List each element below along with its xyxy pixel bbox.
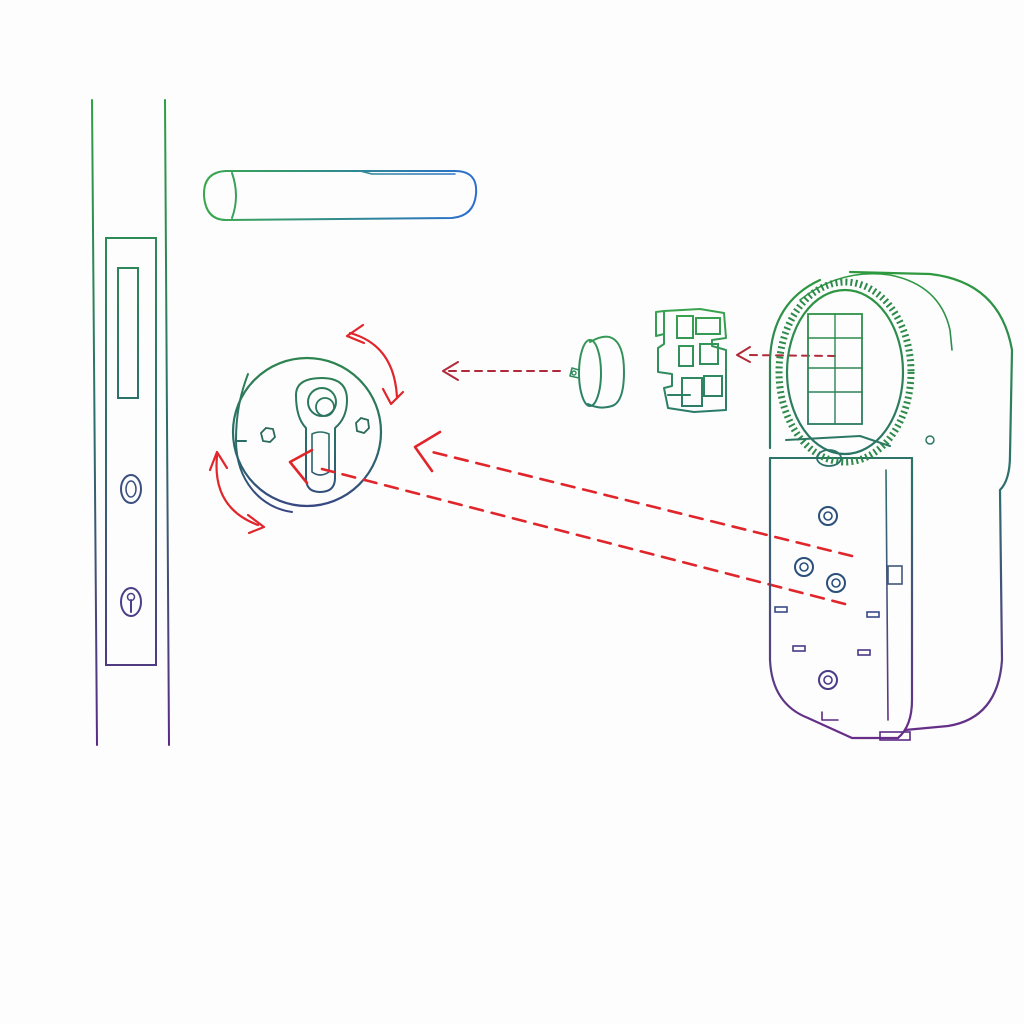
escutcheon-bolt-left-icon	[260, 427, 276, 443]
assembly-arrow-knob	[442, 361, 561, 381]
lock-screw-hole-icon	[818, 506, 838, 526]
door-edge	[91, 99, 170, 746]
assembly-arrow-adapter	[736, 346, 836, 363]
adapter-icon	[655, 308, 727, 413]
lever-handle-icon	[202, 170, 478, 221]
rotation-arrow-top-icon	[345, 323, 405, 406]
faceplate-cylinder-hole-icon	[120, 587, 142, 617]
rotation-arrow-bottom-icon	[208, 450, 266, 535]
thumbturn-icon	[569, 335, 625, 409]
escutcheon-icon	[231, 356, 383, 513]
smart-lock-icon	[768, 270, 1014, 741]
lock-screw-hole-icon	[794, 557, 814, 577]
door-faceplate	[105, 237, 157, 666]
escutcheon-bolt-right-icon	[355, 416, 370, 435]
assembly-arrow-lower	[288, 448, 847, 606]
lock-screw-hole-icon	[826, 573, 846, 593]
faceplate-screw-hole-icon	[120, 474, 142, 504]
lock-screw-hole-icon	[818, 670, 838, 690]
assembly-arrow-upper	[413, 430, 854, 558]
